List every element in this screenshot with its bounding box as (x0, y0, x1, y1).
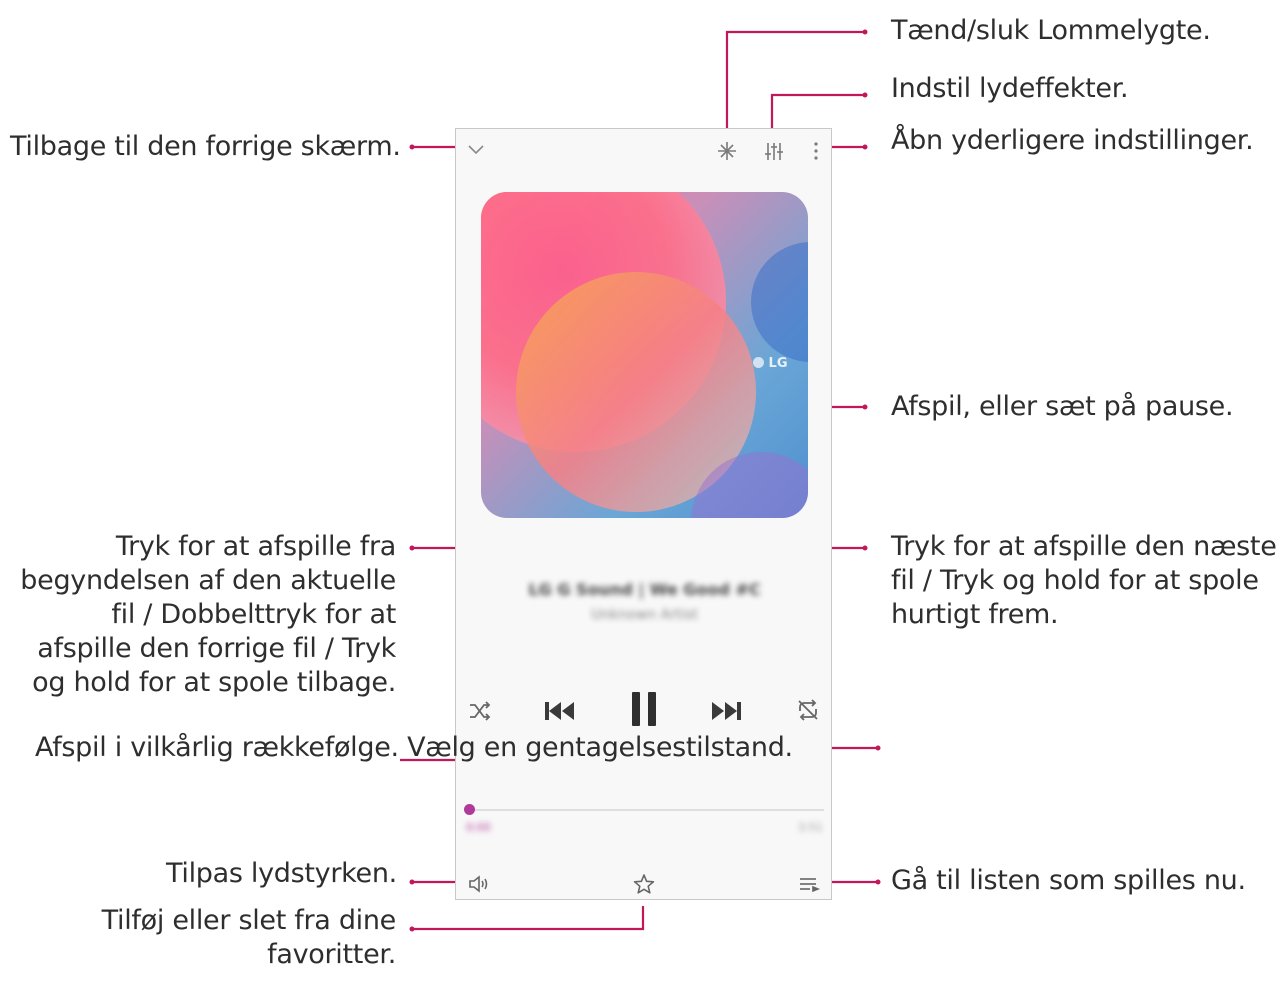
callout-favorites: Tilføj eller slet fra dine favoritter. (10, 904, 397, 972)
callout-play-pause: Afspil, eller sæt på pause. (891, 391, 1234, 422)
playlist-icon[interactable] (794, 871, 824, 897)
chevron-down-icon[interactable] (462, 139, 490, 161)
progress-thumb[interactable] (464, 804, 475, 815)
callout-next-line: hurtigt frem. (891, 599, 1059, 630)
time-elapsed: 0:00 (466, 821, 491, 834)
callout-previous-line: og hold for at spole tilbage. (32, 667, 396, 698)
track-title: LG G Sound | We Good #C (528, 580, 761, 599)
callout-flashlight: Tænd/sluk Lommelygte. (891, 15, 1211, 46)
callout-favorites-line: favoritter. (267, 939, 396, 970)
callout-sound-effects: Indstil lydeffekter. (891, 73, 1129, 104)
callout-next-line: Tryk for at afspille den næste (891, 531, 1277, 562)
callout-previous: Tryk for at afspille fra begyndelsen af … (10, 530, 396, 700)
star-icon[interactable] (629, 870, 659, 898)
progress-track[interactable] (468, 809, 824, 811)
time-total: 3:51 (798, 821, 823, 834)
callout-repeat: Vælg en gentagelsestilstand. (407, 732, 793, 763)
callout-previous-line: fil / Dobbelttryk for at (111, 599, 396, 630)
callout-volume: Tilpas lydstyrken. (166, 858, 397, 889)
callout-previous-line: begyndelsen af den aktuelle (20, 565, 396, 596)
callout-now-playing: Gå til listen som spilles nu. (891, 865, 1246, 896)
callout-favorites-line: Tilføj eller slet fra dine (101, 905, 397, 936)
pause-icon[interactable] (624, 687, 664, 731)
more-vertical-icon[interactable] (806, 137, 826, 165)
callout-previous-line: afspille den forrige fil / Tryk (37, 633, 396, 664)
callout-next-line: fil / Tryk og hold for at spole (891, 565, 1259, 596)
callout-next: Tryk for at afspille den næste fil / Try… (891, 530, 1277, 632)
music-player-screen: LG LG G Sound | We Good #C Unknown Artis… (455, 128, 832, 900)
callout-shuffle: Afspil i vilkårlig rækkefølge. (35, 732, 399, 763)
callout-back: Tilbage til den forrige skærm. (10, 131, 401, 162)
skip-previous-icon[interactable] (542, 695, 578, 727)
track-artist: Unknown Artist (591, 607, 698, 623)
repeat-off-icon[interactable] (792, 695, 824, 725)
callout-previous-line: Tryk for at afspille fra (115, 531, 396, 562)
volume-icon[interactable] (464, 871, 494, 897)
lg-logo: LG (753, 356, 788, 371)
equalizer-icon[interactable] (759, 137, 789, 165)
flashlight-icon[interactable] (712, 137, 742, 165)
callout-more-settings: Åbn yderligere indstillinger. (891, 125, 1254, 156)
shuffle-icon[interactable] (465, 696, 495, 726)
skip-next-icon[interactable] (708, 695, 744, 727)
callout-shuffle-repeat: Afspil i vilkårlig rækkefølge. Vælg en g… (35, 731, 793, 765)
album-art: LG (481, 192, 808, 518)
